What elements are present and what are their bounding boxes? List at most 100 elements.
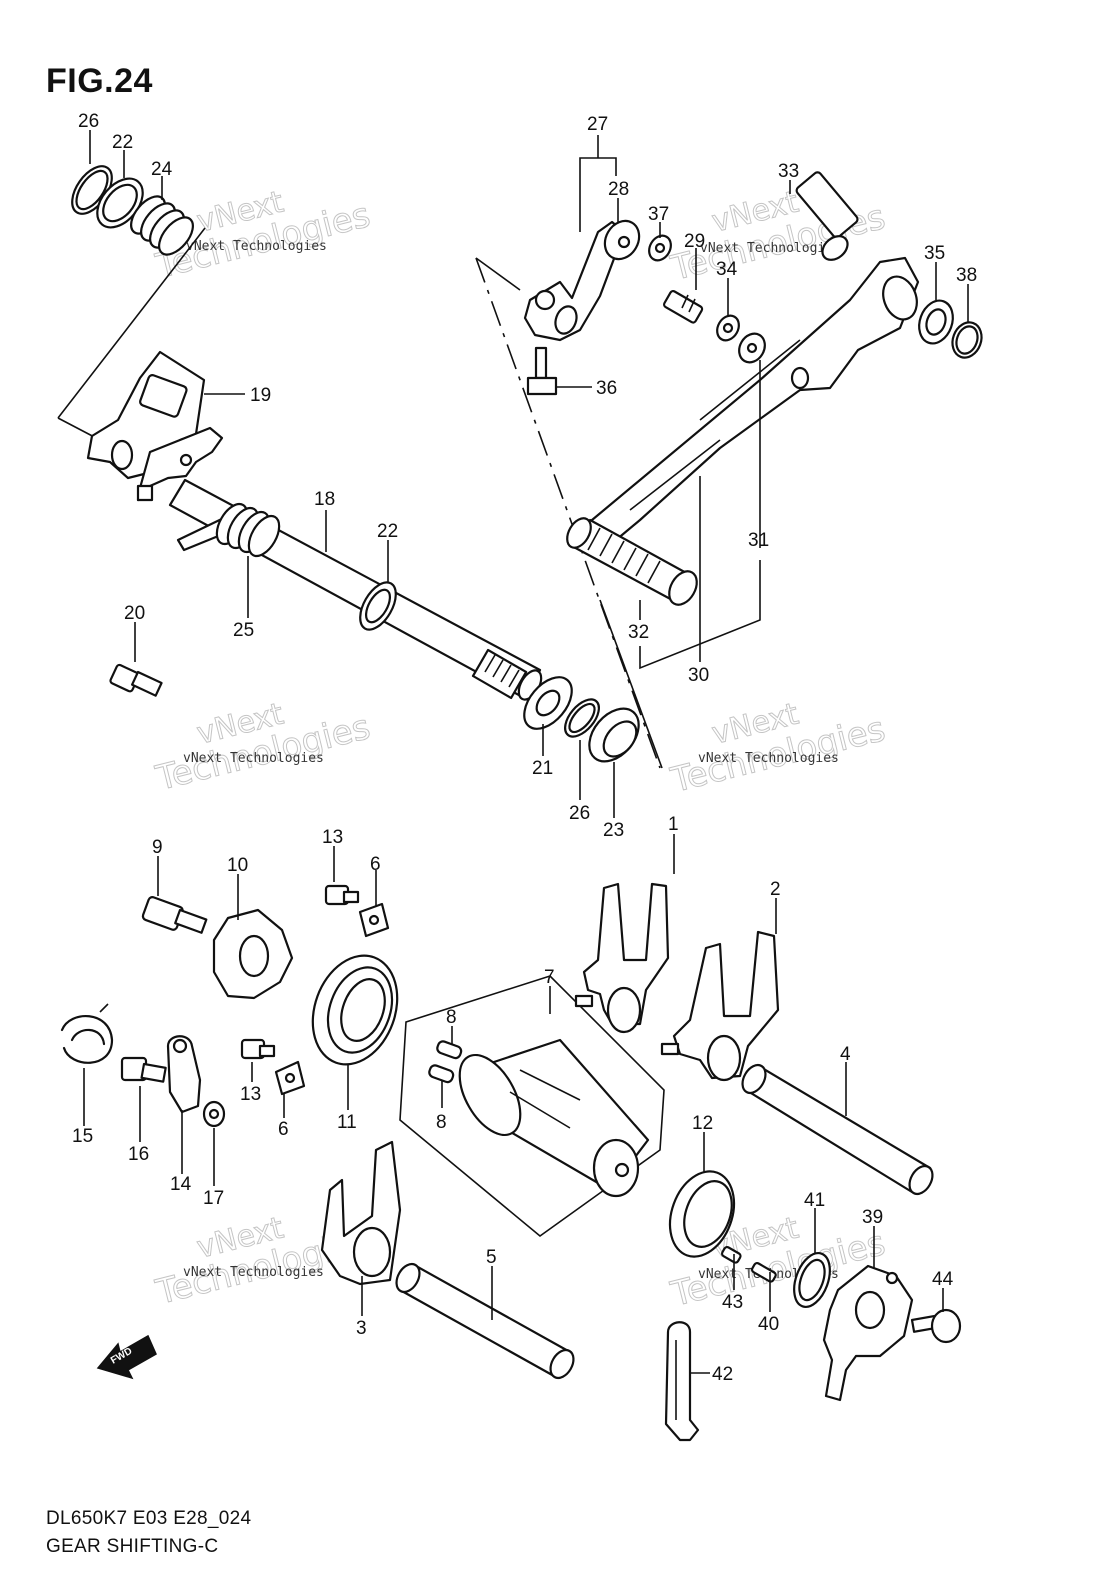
shift-drum-part-7 <box>458 1038 650 1198</box>
link-arm-part-27 <box>523 220 626 342</box>
needle-bearing-part-12 <box>668 1170 736 1258</box>
shift-fork-part-3 <box>320 1140 402 1286</box>
callout-39: 39 <box>862 1207 883 1228</box>
callout-41: 41 <box>804 1190 825 1211</box>
callout-4: 4 <box>840 1044 851 1065</box>
rod-end-part-31 <box>738 332 766 364</box>
callout-6: 6 <box>278 1119 289 1140</box>
washer-part-22-shaft <box>359 581 397 631</box>
washer-part-6-top <box>358 902 390 938</box>
callout-24: 24 <box>151 159 173 180</box>
shift-fork-part-2 <box>660 930 780 1082</box>
callout-27: 27 <box>587 114 608 135</box>
circlip-part-38 <box>951 321 983 359</box>
footpeg-part-32 <box>566 517 698 606</box>
callout-1: 1 <box>668 814 679 835</box>
callout-2: 2 <box>770 879 781 900</box>
gear-position-switch-part-39 <box>822 1264 914 1402</box>
bolt-part-20 <box>109 663 163 697</box>
shift-fork-part-1 <box>574 882 670 1034</box>
callout-23: 23 <box>603 820 624 841</box>
callout-20: 20 <box>124 603 145 624</box>
callout-8: 8 <box>446 1007 457 1028</box>
callout-33: 33 <box>778 161 799 182</box>
washer-part-35 <box>918 299 954 345</box>
shift-plate-part-19 <box>86 350 224 502</box>
callout-13: 13 <box>240 1084 261 1105</box>
bolt-part-44 <box>910 1308 962 1344</box>
spring-part-15 <box>60 1003 114 1064</box>
figure-title: FIG.24 <box>46 62 153 100</box>
pin-part-43 <box>720 1245 742 1264</box>
figure-code: DL650K7 E03 E28_024 <box>46 1508 252 1529</box>
callout-21: 21 <box>532 758 553 779</box>
callout-12: 12 <box>692 1113 713 1134</box>
bearing-part-11 <box>311 954 399 1066</box>
callout-3: 3 <box>356 1318 367 1339</box>
callout-31: 31 <box>748 530 769 551</box>
spring-part-24 <box>130 195 194 256</box>
bolt-part-16 <box>120 1056 167 1083</box>
callout-5: 5 <box>486 1247 497 1268</box>
callout-7: 7 <box>544 967 555 988</box>
stopper-plate-part-14 <box>166 1035 202 1114</box>
callout-26: 26 <box>78 111 99 132</box>
callout-14: 14 <box>170 1174 192 1195</box>
callout-34: 34 <box>716 259 738 280</box>
callout-29: 29 <box>684 231 705 252</box>
callout-17: 17 <box>203 1188 224 1209</box>
svg-text:vNext Technologies: vNext Technologies <box>183 751 324 766</box>
rod-end-part-28 <box>603 219 641 261</box>
callout-22: 22 <box>112 132 133 153</box>
svg-text:vNext Technologies: vNext Technologies <box>698 751 839 766</box>
callout-16: 16 <box>128 1144 149 1165</box>
callout-13: 13 <box>322 827 343 848</box>
oring-part-41 <box>793 1252 831 1308</box>
callout-18: 18 <box>314 489 335 510</box>
circlip-part-26-shaft <box>564 698 600 738</box>
clamp-part-42 <box>664 1321 700 1442</box>
callout-40: 40 <box>758 1314 779 1335</box>
forward-direction-icon: FWD <box>96 1334 157 1380</box>
callout-22: 22 <box>377 521 398 542</box>
gearshift-lever-part-30 <box>578 256 920 547</box>
washer-part-21 <box>523 676 573 730</box>
oil-seal-part-23 <box>588 707 640 763</box>
bolt-part-36 <box>526 346 558 396</box>
washer-part-17 <box>202 1100 226 1128</box>
watermark-mid-left: Technologies vNext vNext Technologies <box>151 696 375 799</box>
callout-11: 11 <box>337 1112 357 1133</box>
svg-text:vNext Technologies: vNext Technologies <box>186 239 327 254</box>
callout-10: 10 <box>227 855 248 876</box>
pin-part-9 <box>141 896 208 934</box>
callout-8: 8 <box>436 1112 447 1133</box>
pivot-bolt-part-33 <box>795 171 859 261</box>
washer-part-6-bottom <box>274 1060 306 1096</box>
callout-26: 26 <box>569 803 590 824</box>
nut-part-34 <box>716 314 740 342</box>
callout-42: 42 <box>712 1364 733 1385</box>
callout-36: 36 <box>596 378 617 399</box>
cam-stopper-part-10 <box>212 908 294 1000</box>
nut-part-37 <box>648 234 672 262</box>
callout-28: 28 <box>608 179 629 200</box>
callout-38: 38 <box>956 265 977 286</box>
spring-part-25 <box>176 502 281 558</box>
callout-25: 25 <box>233 620 254 641</box>
shift-drum-box <box>399 975 665 1238</box>
washer-part-22-top <box>96 177 144 229</box>
callout-15: 15 <box>72 1126 93 1147</box>
figure-name: GEAR SHIFTING-C <box>46 1536 219 1557</box>
link-rod-part-29 <box>662 289 704 324</box>
leader-lines <box>83 130 969 1374</box>
svg-text:vNext Technologies: vNext Technologies <box>183 1265 324 1280</box>
watermark-mid-right: Technologies vNext vNext Technologies <box>666 696 890 801</box>
fork-shaft-part-5 <box>395 1262 575 1380</box>
callout-32: 32 <box>628 622 649 643</box>
callout-6: 6 <box>370 854 381 875</box>
pin-part-8-lower <box>428 1064 455 1084</box>
circlip-part-26-top <box>71 165 113 215</box>
pin-part-8-upper <box>436 1040 463 1060</box>
callout-43: 43 <box>722 1292 743 1313</box>
